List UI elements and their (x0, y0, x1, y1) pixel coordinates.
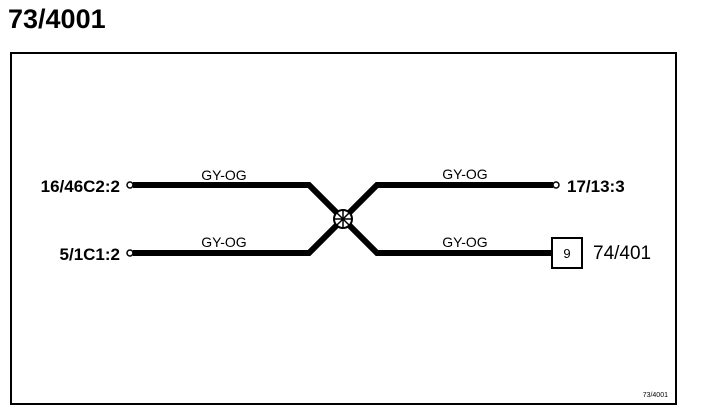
wire-bottom-left (133, 216, 346, 256)
terminal-bottom-left (126, 249, 134, 257)
connector-box-number: 9 (563, 246, 570, 261)
wire-top-right (340, 182, 553, 222)
terminal-top-left (126, 181, 134, 189)
connector-box (551, 237, 583, 269)
diagram-reference: 73/4001 (643, 392, 668, 399)
wire-label-bottom-right: GY-OG (442, 234, 487, 250)
diagram-frame (10, 52, 677, 405)
connector-label-top-right: 17/13:3 (567, 177, 625, 196)
connector-label-bottom-right: 74/401 (593, 243, 651, 264)
wire-top-left (133, 182, 346, 222)
wire-label-top-right: GY-OG (442, 166, 487, 182)
page-title: 73/4001 (8, 4, 106, 34)
terminal-top-right (552, 181, 560, 189)
splice-icon (333, 209, 353, 229)
wire-bottom-right (340, 216, 552, 256)
connector-label-top-left: 16/46C2:2 (41, 177, 120, 196)
wire-label-top-left: GY-OG (201, 167, 246, 183)
connector-label-bottom-left: 5/1C1:2 (60, 245, 120, 264)
wire-label-bottom-left: GY-OG (201, 234, 246, 250)
